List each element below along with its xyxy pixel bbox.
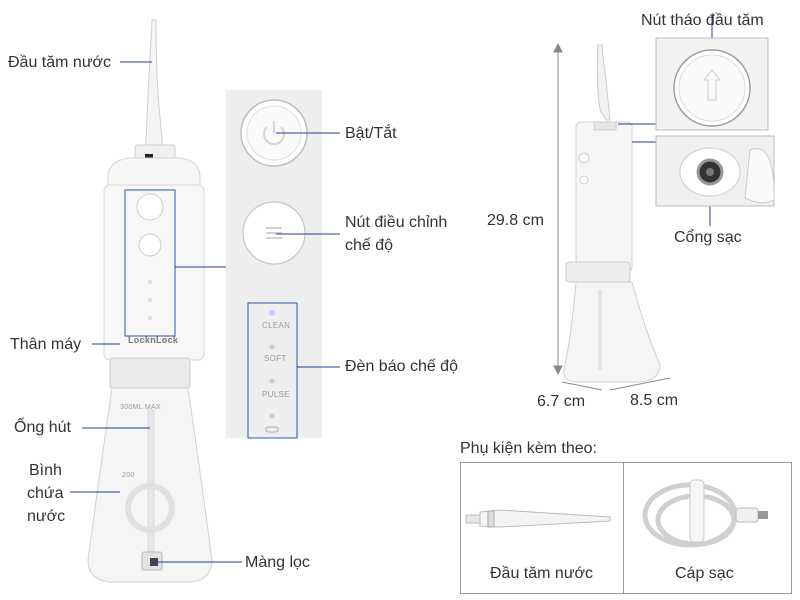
label-tank-3: nước [27, 508, 66, 525]
mode-clean-text: CLEAN [262, 321, 291, 330]
label-tube: Ống hút [14, 419, 71, 436]
label-filter: Màng lọc [245, 554, 310, 571]
accessories-divider [623, 462, 624, 593]
label-power: Bật/Tắt [345, 125, 397, 142]
mode-soft-text: SOFT [264, 354, 287, 363]
tank-mark-mid: 200 [122, 472, 135, 479]
accessories-title: Phụ kiện kèm theo: [460, 440, 597, 457]
accessory-nozzle-label: Đầu tăm nước [490, 565, 594, 582]
label-width: 8.5 cm [630, 392, 679, 409]
label-tank-1: Bình [29, 462, 62, 479]
mode-pulse-text: PULSE [262, 390, 290, 399]
label-tank-2: chứa [27, 485, 64, 502]
label-depth: 6.7 cm [537, 393, 586, 410]
label-body: Thân máy [10, 336, 82, 353]
label-release-button: Nút tháo đầu tăm [641, 12, 764, 29]
accessory-cable-label: Cáp sạc [675, 565, 734, 582]
label-mode-button-2: chế độ [345, 237, 394, 254]
label-mode-lights: Đèn báo chế độ [345, 358, 458, 375]
device-brand: LocknLock [128, 335, 179, 345]
body-control-highlight [124, 189, 176, 337]
label-charge-port: Cổng sạc [674, 229, 742, 246]
label-nozzle: Đầu tăm nước [8, 54, 112, 71]
accessories-box [460, 462, 792, 594]
label-height: 29.8 cm [487, 212, 544, 229]
label-mode-button-1: Nút điều chỉnh [345, 214, 448, 231]
tank-mark-top: 300ML MAX [120, 404, 161, 411]
